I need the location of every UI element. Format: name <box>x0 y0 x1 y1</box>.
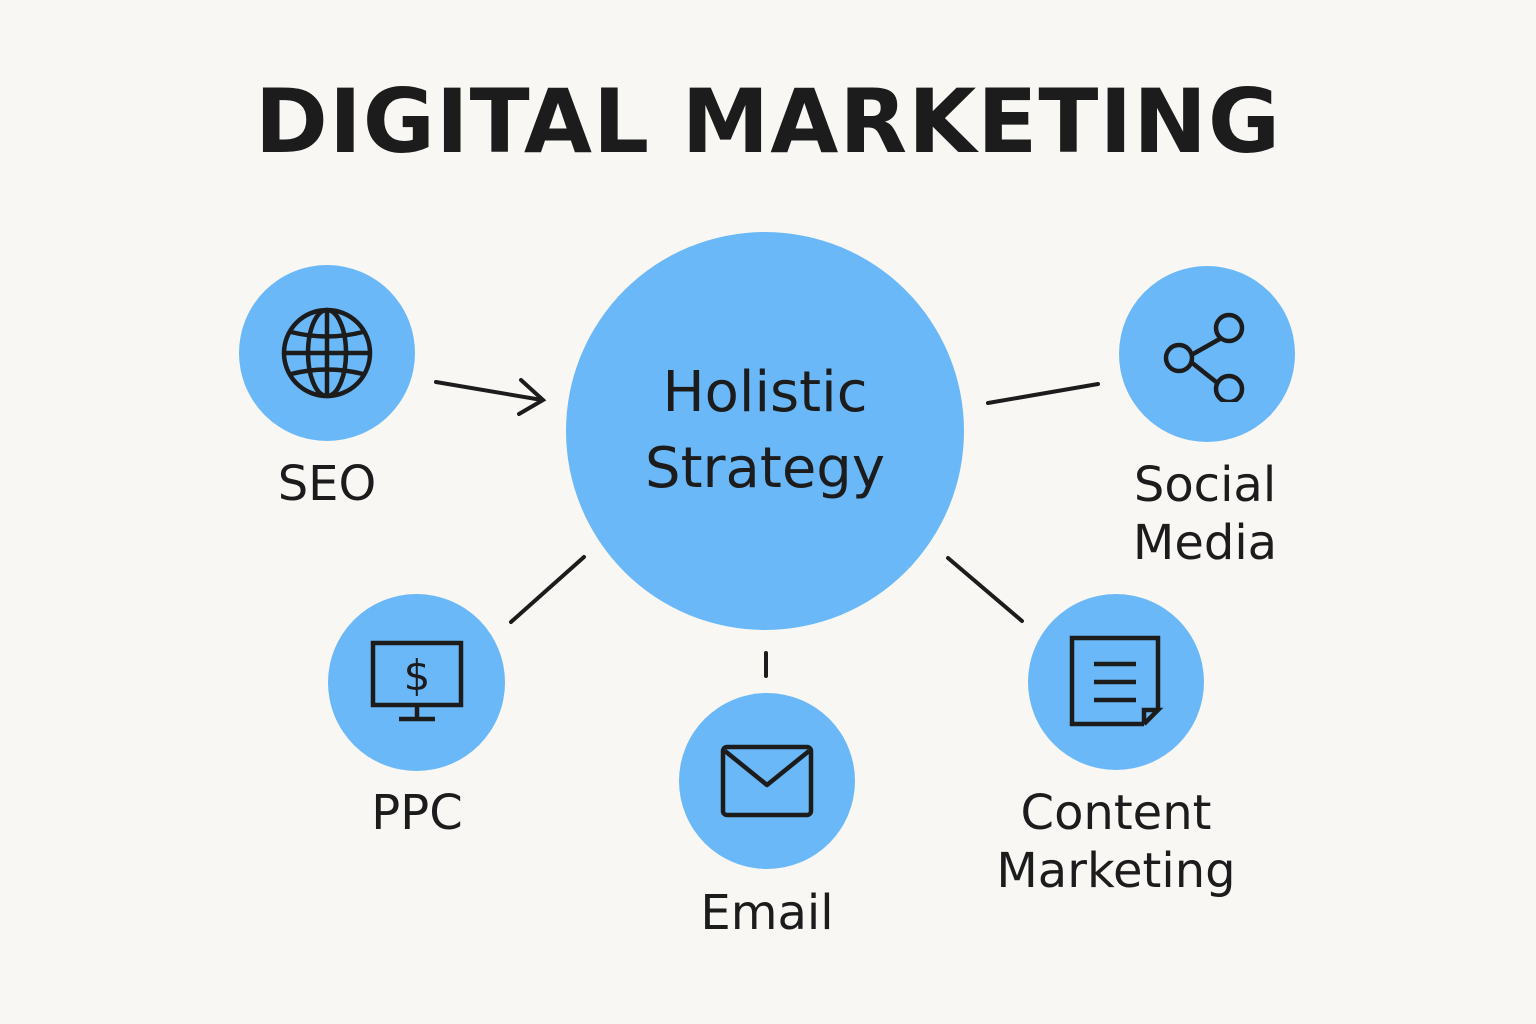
share-icon <box>1163 312 1245 402</box>
monitor-dollar-icon: $ <box>370 640 463 721</box>
globe-icon <box>281 307 373 399</box>
document-icon <box>1069 635 1164 727</box>
seo-label: SEO <box>277 456 377 512</box>
ppc-connector <box>509 555 586 624</box>
hub-label-line2: Strategy <box>645 436 885 501</box>
diagram-title: DIGITAL MARKETING <box>254 70 1282 173</box>
social-media-label-line1: Social <box>1133 457 1277 513</box>
seo-arrow-line <box>434 380 544 402</box>
social-media-label-line2: Media <box>1132 515 1278 571</box>
svg-text:$: $ <box>403 651 430 700</box>
ppc-node: $ <box>328 594 505 771</box>
envelope-icon <box>720 744 814 818</box>
hub-circle: Holistic Strategy <box>566 232 964 630</box>
social-connector <box>986 382 1100 405</box>
social-media-node <box>1119 266 1295 442</box>
content-marketing-label: Content Marketing <box>966 784 1266 900</box>
content-marketing-label-line1: Content <box>1020 785 1212 841</box>
seo-arrow-head <box>517 378 547 416</box>
content-marketing-label-line2: Marketing <box>996 843 1236 899</box>
content-marketing-node <box>1028 594 1204 770</box>
email-label: Email <box>700 885 834 941</box>
social-media-label: Social Media <box>1085 456 1325 572</box>
hub-label-line1: Holistic <box>662 360 868 425</box>
content-connector <box>946 556 1024 623</box>
seo-node <box>239 265 415 441</box>
ppc-label: PPC <box>371 785 463 841</box>
email-node <box>679 693 855 869</box>
